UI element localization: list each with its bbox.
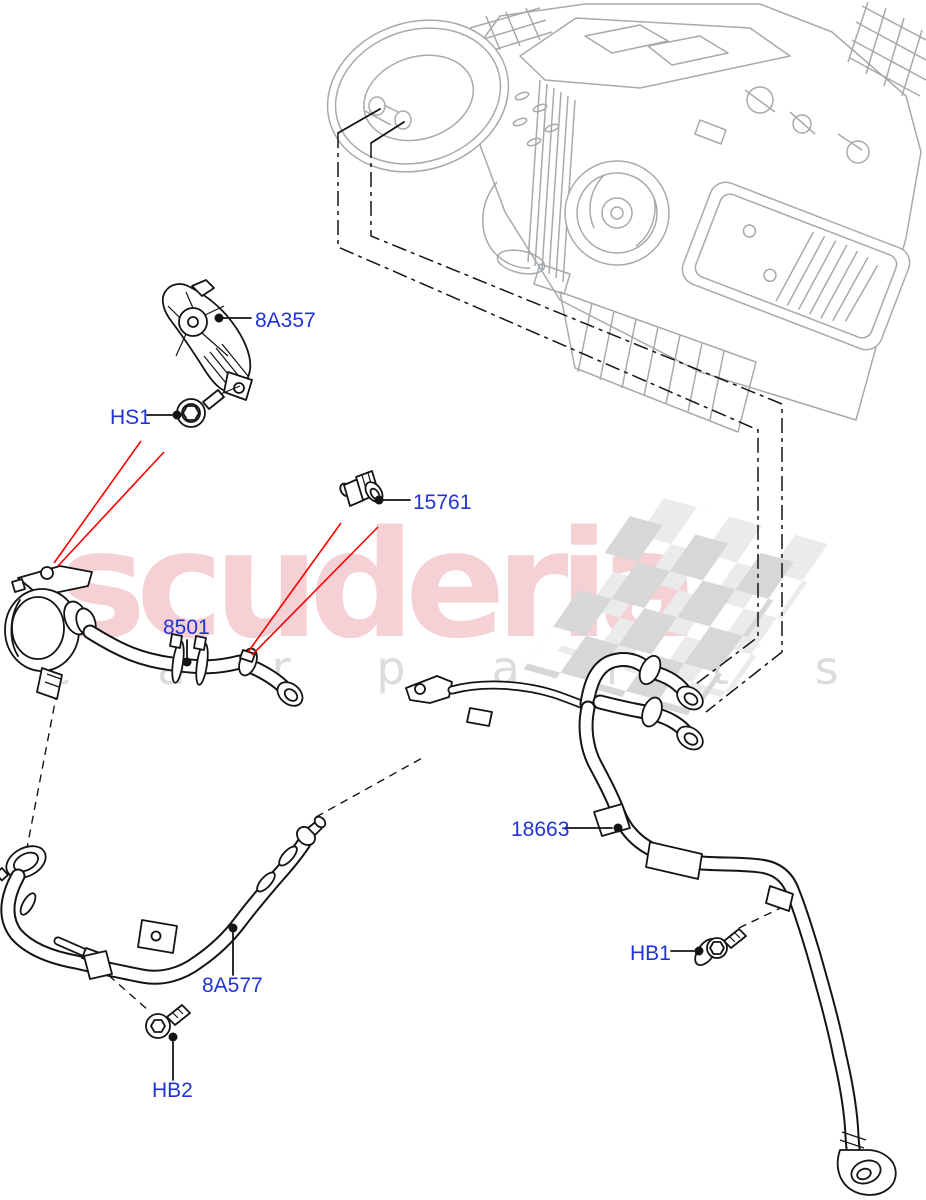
dash-line-pump-to-hose: [25, 691, 58, 854]
hose-assembly-8a577-drawing: [0, 815, 327, 985]
dash-line-hb2-bolt: [97, 965, 149, 1011]
callout-line-hose-1: [247, 522, 342, 653]
mount-bracket-left: [405, 675, 453, 704]
label-leaders: [146, 313, 704, 1081]
bolt-hb1-drawing: [694, 928, 747, 967]
bracket-8a357-drawing: [161, 279, 253, 401]
part-label-8501[interactable]: 8501: [163, 616, 210, 639]
part-label-hb2[interactable]: HB2: [152, 1079, 193, 1102]
checkered-flag-watermark: [523, 498, 834, 717]
watermark: scuderia carparts: [46, 498, 839, 717]
sensor-15761-drawing: [339, 470, 384, 507]
dash-line-port-1: [337, 133, 759, 685]
part-label-8a577[interactable]: 8A577: [202, 974, 263, 997]
hose-assembly-18663-drawing: [405, 652, 897, 1196]
mount-tab-right: [765, 885, 794, 912]
callout-line-pump-1: [53, 440, 142, 564]
hvac-ribs-left: [527, 79, 576, 283]
hvac-actuators: [694, 86, 870, 164]
access-panel: [681, 181, 911, 351]
hvac-lower-duct: [559, 291, 757, 433]
part-label-hs1[interactable]: HS1: [110, 406, 151, 429]
heat-sleeve: [645, 841, 703, 880]
callout-line-hose-2: [251, 526, 379, 656]
hvac-unit-drawing: [326, 1, 926, 433]
blower-inlet-ring: [326, 19, 510, 173]
connection-lines: [25, 108, 792, 1011]
hvac-top-frame: [519, 17, 791, 89]
hose-clamps-8501: [169, 633, 209, 686]
bolt-hb2-drawing: [145, 1004, 191, 1039]
blower-wheel: [564, 160, 670, 266]
hvac-grid-top-right: [847, 1, 926, 97]
part-label-8a357[interactable]: 8A357: [255, 309, 316, 332]
end-connector-bottom-right: [836, 1131, 897, 1196]
tab-8a577: [83, 950, 113, 980]
hvac-vent-slots: [512, 91, 560, 147]
part-label-hb1[interactable]: HB1: [630, 942, 671, 965]
bolt-hs1-drawing: [176, 385, 241, 428]
hvac-housing-outline: [454, 3, 922, 421]
part-labels: 8A357 HS1 15761 8501 18663 8A577 HB2 HB1: [110, 309, 671, 1102]
end-connector-8a577: [296, 815, 327, 846]
t-connectors: [638, 654, 704, 751]
dash-line-hose-connector: [315, 756, 425, 818]
part-label-18663[interactable]: 18663: [511, 818, 569, 841]
stub-leader-lines: [337, 108, 405, 144]
callout-line-pump-2: [57, 451, 165, 567]
dash-line-port-2: [370, 143, 783, 713]
hvac-front-bulge: [481, 181, 571, 295]
red-callout-lines: [53, 440, 379, 656]
part-label-15761[interactable]: 15761: [413, 491, 471, 514]
